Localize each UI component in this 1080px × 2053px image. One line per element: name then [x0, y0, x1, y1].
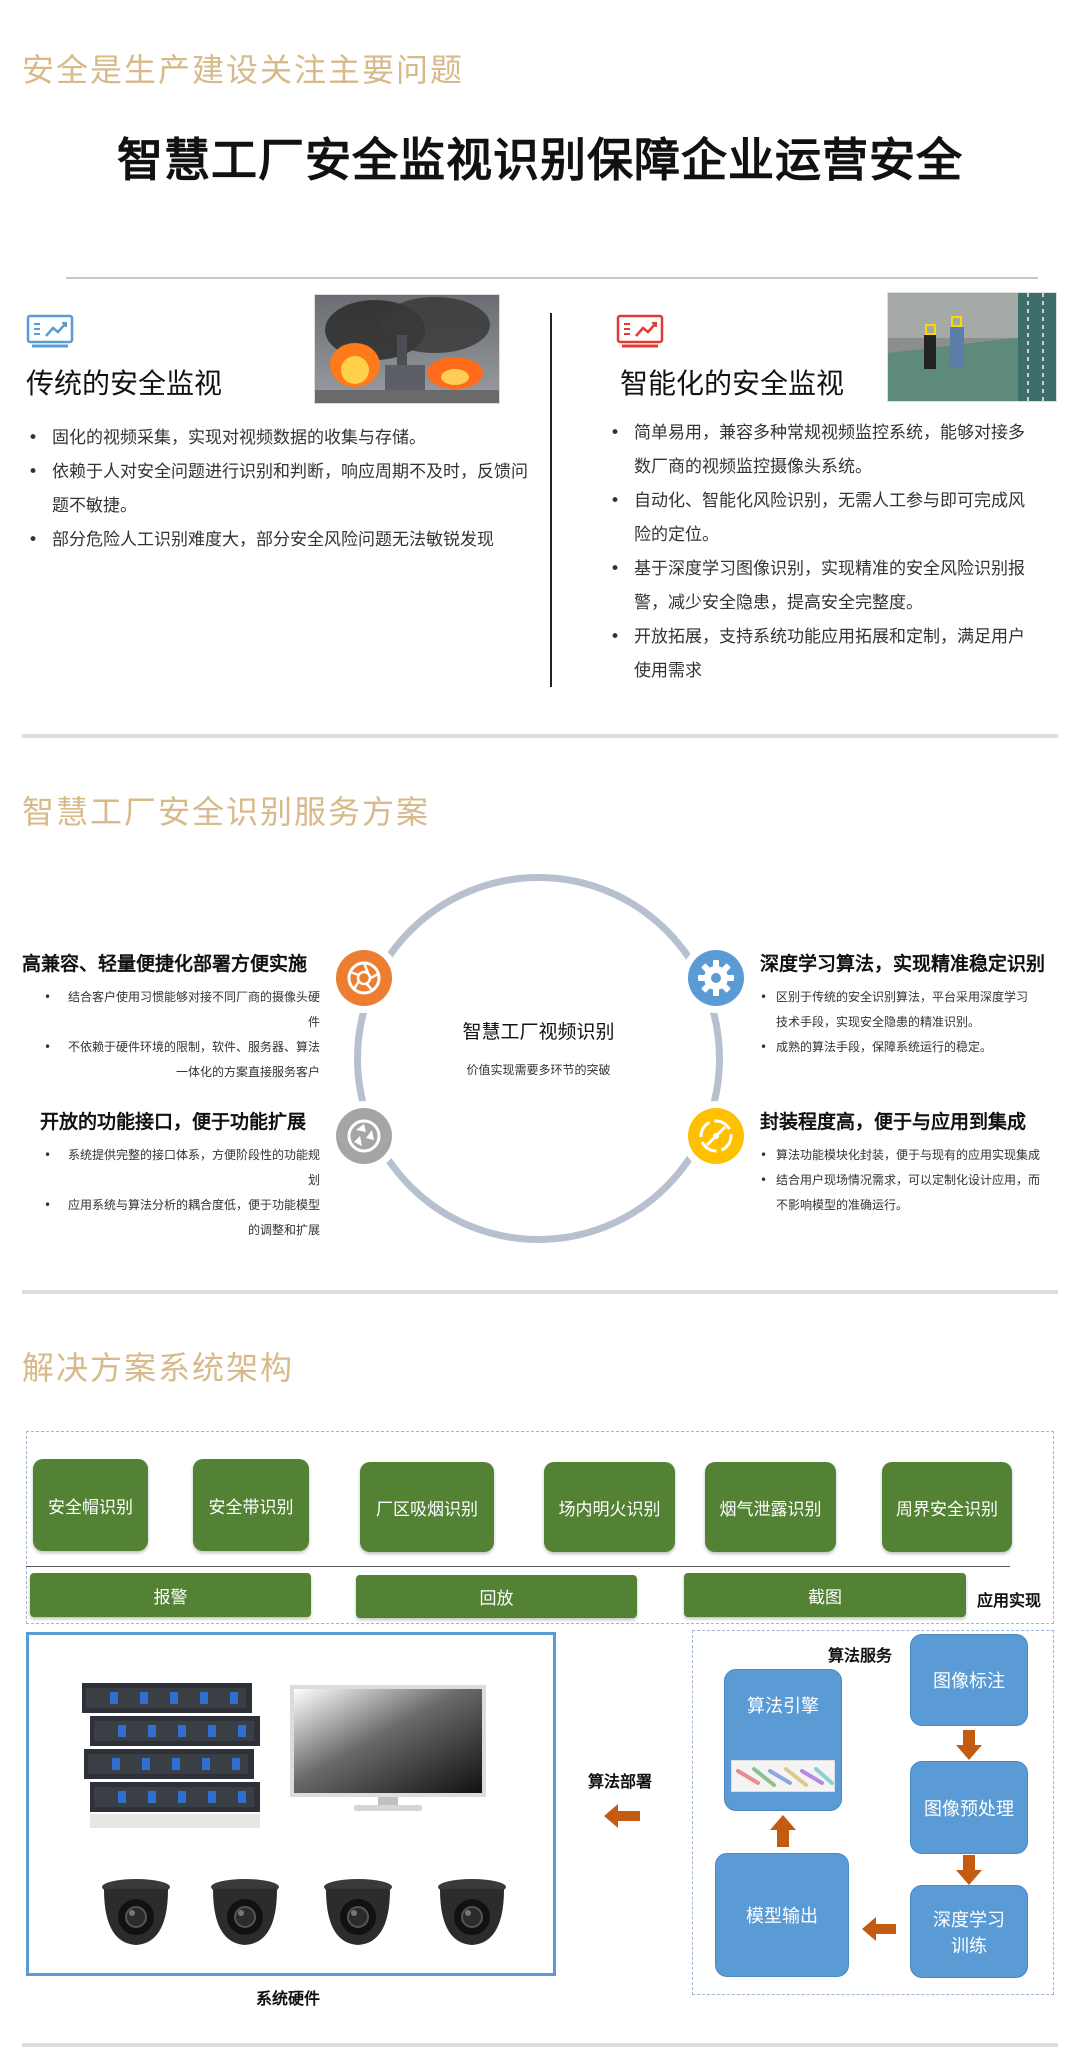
- action-bar[interactable]: 报警: [30, 1573, 311, 1617]
- list-item: 不依赖于硬件环境的限制，软件、服务器、算法一体化的方案直接服务客户: [40, 1035, 320, 1085]
- recognition-card[interactable]: 安全带识别: [193, 1459, 309, 1551]
- page-title: 智慧工厂安全监视识别保障企业运营安全: [117, 133, 963, 187]
- recognition-card[interactable]: 安全帽识别: [33, 1459, 148, 1551]
- center-ring: [354, 874, 723, 1243]
- recognition-card[interactable]: 烟气泄露识别: [705, 1462, 836, 1552]
- factory-workers-photo: [887, 292, 1057, 402]
- section1-kicker: 安全是生产建设关注主要问题: [22, 51, 465, 89]
- divider: [26, 1566, 1010, 1567]
- algo-service-label: 算法服务: [828, 1646, 893, 1665]
- deep-learning-train-box[interactable]: 深度学习训练: [910, 1885, 1028, 1978]
- compass-icon: [681, 1101, 751, 1171]
- section3-kicker: 解决方案系统架构: [22, 1349, 295, 1387]
- list-item: 结合客户使用习惯能够对接不同厂商的摄像头硬件: [40, 985, 320, 1035]
- app-layer-label: 应用实现: [977, 1591, 1042, 1610]
- algorithm-service-box: [692, 1630, 1054, 1995]
- fire-photo: [314, 294, 500, 404]
- smart-heading: 智能化的安全监视: [620, 367, 845, 400]
- feature-top-right-title: 深度学习算法，实现精准稳定识别: [760, 953, 1046, 975]
- algo-engine-label: 算法引擎: [747, 1696, 819, 1717]
- feature-top-left-title: 高兼容、轻量便捷化部署方便实施: [22, 953, 308, 975]
- recognition-card[interactable]: 周界安全识别: [882, 1462, 1012, 1552]
- action-bar[interactable]: 截图: [684, 1573, 966, 1617]
- center-title: 智慧工厂视频识别: [462, 1021, 615, 1043]
- recycle-icon: [329, 1101, 399, 1171]
- feature-top-right-list: 区别于传统的安全识别算法，平台采用深度学习技术手段，实现安全隐患的精准识别。 成…: [756, 985, 1036, 1060]
- gear-icon: [681, 943, 751, 1013]
- center-subtitle: 价值实现需要多环节的突破: [466, 1063, 611, 1077]
- pipeline-thumbnail: [731, 1760, 835, 1792]
- hardware-label: 系统硬件: [256, 1989, 321, 2008]
- arrow-left-icon: [604, 1804, 640, 1832]
- arrow-up-icon: [770, 1815, 796, 1851]
- feature-bottom-right-list: 算法功能模块化封装，便于与现有的应用实现集成 结合用户现场情况需求，可以定制化设…: [756, 1143, 1046, 1218]
- list-item: 依赖于人对安全问题进行识别和判断，响应周期不及时，反馈问题不敏捷。: [22, 455, 542, 523]
- section-divider: [22, 1290, 1058, 1294]
- list-item: 基于深度学习图像识别，实现精准的安全风险识别报警，减少安全隐患，提高安全完整度。: [604, 552, 1040, 620]
- feature-bottom-left-title: 开放的功能接口，便于功能扩展: [40, 1111, 307, 1133]
- chart-monitor-icon: [616, 314, 664, 354]
- feature-bottom-left-list: 系统提供完整的接口体系，方便阶段性的功能规划 应用系统与算法分析的耦合度低，便于…: [40, 1143, 320, 1243]
- smart-bullet-list: 简单易用，兼容多种常规视频监控系统，能够对接多数厂商的视频监控摄像头系统。 自动…: [604, 416, 1040, 688]
- traditional-heading: 传统的安全监视: [26, 367, 223, 400]
- column-divider: [550, 313, 552, 687]
- arrow-down-icon: [956, 1730, 982, 1764]
- shutter-icon: [329, 943, 399, 1013]
- chart-monitor-icon: [26, 314, 74, 354]
- server-rack-image: [80, 1678, 260, 1837]
- list-item: 算法功能模块化封装，便于与现有的应用实现集成: [756, 1143, 1046, 1168]
- feature-top-left-list: 结合客户使用习惯能够对接不同厂商的摄像头硬件 不依赖于硬件环境的限制，软件、服务…: [40, 985, 320, 1085]
- application-layer-box: [26, 1431, 1054, 1624]
- recognition-card[interactable]: 场内明火识别: [544, 1462, 675, 1552]
- list-item: 简单易用，兼容多种常规视频监控系统，能够对接多数厂商的视频监控摄像头系统。: [604, 416, 1040, 484]
- model-output-box[interactable]: 模型输出: [715, 1853, 849, 1977]
- action-bar[interactable]: 回放: [356, 1575, 637, 1618]
- section-divider: [22, 2043, 1058, 2047]
- divider: [66, 277, 1038, 279]
- list-item: 部分危险人工识别难度大，部分安全风险问题无法敏锐发现: [22, 523, 542, 557]
- dome-camera-icon: [205, 1871, 285, 1955]
- list-item: 开放拓展，支持系统功能应用拓展和定制，满足用户使用需求: [604, 620, 1040, 688]
- arrow-down-icon: [956, 1855, 982, 1889]
- dome-camera-icon: [432, 1871, 512, 1955]
- list-item: 结合用户现场情况需求，可以定制化设计应用，而不影响模型的准确运行。: [756, 1168, 1046, 1218]
- image-annotation-box[interactable]: 图像标注: [910, 1634, 1028, 1726]
- list-item: 系统提供完整的接口体系，方便阶段性的功能规划: [40, 1143, 320, 1193]
- list-item: 区别于传统的安全识别算法，平台采用深度学习技术手段，实现安全隐患的精准识别。: [756, 985, 1036, 1035]
- arrow-left-icon: [862, 1917, 896, 1945]
- section-divider: [22, 734, 1058, 738]
- feature-bottom-right-title: 封装程度高，便于与应用到集成: [760, 1111, 1027, 1133]
- list-item: 应用系统与算法分析的耦合度低，便于功能模型的调整和扩展: [40, 1193, 320, 1243]
- dome-camera-icon: [96, 1871, 176, 1955]
- hardware-box: [26, 1632, 556, 1976]
- traditional-bullet-list: 固化的视频采集，实现对视频数据的收集与存储。 依赖于人对安全问题进行识别和判断，…: [22, 421, 542, 557]
- section2-kicker: 智慧工厂安全识别服务方案: [22, 793, 431, 831]
- dome-camera-icon: [318, 1871, 398, 1955]
- recognition-card[interactable]: 厂区吸烟识别: [360, 1462, 494, 1552]
- image-preprocess-box[interactable]: 图像预处理: [910, 1761, 1028, 1854]
- monitor-image: [288, 1683, 488, 1822]
- list-item: 成熟的算法手段，保障系统运行的稳定。: [756, 1035, 1036, 1060]
- list-item: 固化的视频采集，实现对视频数据的收集与存储。: [22, 421, 542, 455]
- list-item: 自动化、智能化风险识别，无需人工参与即可完成风险的定位。: [604, 484, 1040, 552]
- deploy-label: 算法部署: [588, 1772, 653, 1791]
